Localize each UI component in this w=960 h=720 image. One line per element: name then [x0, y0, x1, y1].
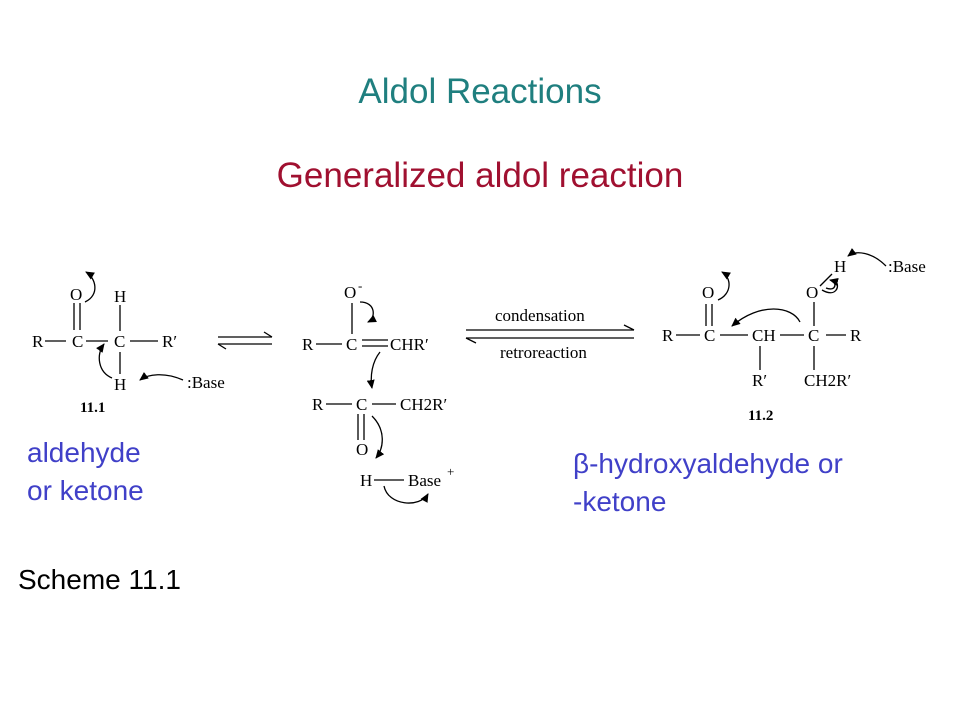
- right-caption-line1: β-hydroxyaldehyde or: [573, 445, 843, 483]
- product-base: :Base: [888, 257, 926, 276]
- reactant-o: O: [70, 285, 82, 304]
- left-caption-line2: or ketone: [27, 475, 144, 506]
- slide-title: Aldol Reactions: [358, 72, 602, 111]
- slide-subtitle: Generalized aldol reaction: [276, 156, 684, 195]
- right-caption: β-hydroxyaldehyde or -ketone: [573, 445, 843, 521]
- product-ch: CH: [752, 326, 776, 345]
- curved-arrow-oh-bond: [825, 278, 839, 290]
- curved-arrow-retro-cleavage: [731, 308, 801, 327]
- reactant-c1: C: [72, 332, 83, 351]
- reactant-label: 11.1: [80, 400, 105, 416]
- retroreaction-label: retroreaction: [500, 343, 587, 362]
- curved-arrow-deprotonation: [847, 248, 887, 267]
- carbonyl-c: C: [356, 395, 367, 414]
- product-r-right: R: [850, 326, 862, 345]
- proton-h: H: [360, 471, 372, 490]
- enolate-oxygen: O: [344, 283, 356, 302]
- reactant-r: R: [32, 332, 44, 351]
- enolate-chr: CHR′: [390, 335, 429, 354]
- product-o1: O: [702, 283, 714, 302]
- proton-base-charge: +: [447, 464, 454, 479]
- product-ch2r: CH2R′: [804, 371, 851, 390]
- enolate-c: C: [346, 335, 357, 354]
- curved-arrow-carbonyl: [371, 415, 385, 459]
- curved-arrow-product-oxygen: [717, 271, 731, 301]
- condensation-label: condensation: [495, 306, 585, 325]
- curved-arrow-proton-release: [383, 485, 429, 504]
- curved-arrow-ch-bond: [96, 343, 113, 379]
- reactant-c2: C: [114, 332, 125, 351]
- product-o2: O: [806, 283, 818, 302]
- product-h: H: [834, 257, 846, 276]
- left-caption-line1: aldehyde: [27, 437, 141, 468]
- reactant-h-top: H: [114, 287, 126, 306]
- enolate-charge: -: [358, 278, 362, 293]
- equilibrium-arrows: [217, 331, 273, 350]
- right-caption-line1-text: -hydroxyaldehyde or: [589, 448, 843, 479]
- reaction-arrows: condensation retroreaction: [465, 306, 635, 362]
- right-caption-line2: -ketone: [573, 486, 667, 517]
- product-r-prime: R′: [752, 371, 767, 390]
- product-c1: C: [704, 326, 715, 345]
- product-c2: C: [808, 326, 819, 345]
- intermediate-structure: O - R C CHR′ R C CH2R′ O H Base +: [302, 278, 454, 504]
- product-label: 11.2: [748, 408, 773, 424]
- reactant-base: :Base: [187, 373, 225, 392]
- reactant-h-bottom: H: [114, 375, 126, 394]
- beta-symbol: β: [573, 448, 590, 479]
- proton-base: Base: [408, 471, 441, 490]
- left-caption: aldehyde or ketone: [27, 434, 144, 510]
- carbonyl-r: R: [312, 395, 324, 414]
- curved-arrow-nucleophile: [366, 351, 381, 389]
- enolate-r: R: [302, 335, 314, 354]
- carbonyl-oxygen: O: [356, 440, 368, 459]
- reactant-r-prime: R′: [162, 332, 177, 351]
- curved-arrow-enolate: [359, 301, 377, 323]
- reactant-structure: R C O C H H R′ :Base 11.1: [32, 271, 225, 416]
- product-r: R: [662, 326, 674, 345]
- scheme-label: Scheme 11.1: [18, 564, 181, 595]
- curved-arrow-to-oxygen: [84, 271, 96, 303]
- carbonyl-ch2r: CH2R′: [400, 395, 447, 414]
- product-structure: O R C CH R′ C O H :Base R CH2R′: [662, 248, 926, 424]
- curved-arrow-base-attack: [139, 372, 184, 381]
